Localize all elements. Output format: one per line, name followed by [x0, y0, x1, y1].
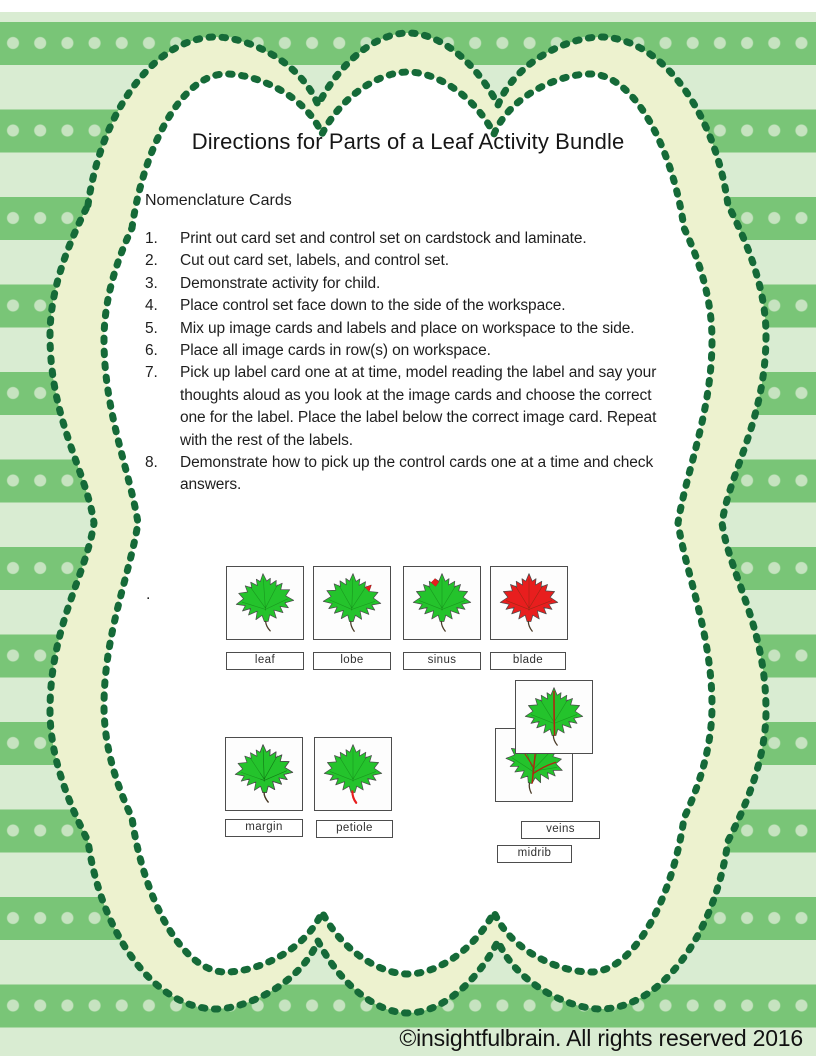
maple-leaf-blade-icon	[499, 572, 559, 632]
maple-leaf-sinus-icon	[412, 572, 472, 632]
maple-leaf-midrib-icon	[524, 686, 584, 746]
instruction-item-8: 8. Demonstrate how to pick up the control…	[145, 452, 669, 497]
instruction-item-4: 4. Place control set face down to the sid…	[145, 295, 669, 317]
instruction-item-5: 5. Mix up image cards and labels and plac…	[145, 318, 669, 340]
image-card-sinus	[403, 566, 481, 640]
item-number: 7.	[145, 364, 158, 382]
label-card-midrib: midrib	[497, 845, 572, 863]
label-text-veins: veins	[546, 823, 575, 835]
label-text-petiole: petiole	[336, 822, 373, 834]
stray-period: .	[146, 586, 151, 603]
instruction-item-2: 2. Cut out card set, labels, and control …	[145, 250, 669, 272]
item-text: Demonstrate activity for child.	[180, 274, 381, 292]
item-number: 2.	[145, 252, 158, 270]
label-card-veins: veins	[521, 821, 600, 839]
page-title: Directions for Parts of a Leaf Activity …	[191, 129, 625, 154]
copyright-notice: ©insightfulbrain. All rights reserved 20…	[399, 1025, 803, 1051]
item-number: 4.	[145, 297, 158, 315]
item-number: 6.	[145, 342, 158, 360]
label-text-margin: margin	[245, 821, 283, 833]
label-text-blade: blade	[512, 654, 544, 666]
label-card-lobe: lobe	[313, 652, 391, 670]
label-card-leaf: leaf	[226, 652, 304, 670]
instruction-list: 1. Print out card set and control set on …	[145, 228, 669, 497]
label-card-sinus: sinus	[403, 652, 481, 670]
instruction-item-6: 6. Place all image cards in row(s) on wor…	[145, 340, 669, 362]
item-number: 8.	[145, 454, 158, 472]
section-heading: Nomenclature Cards	[145, 192, 292, 209]
item-number: 1.	[145, 230, 158, 247]
label-text-leaf: leaf	[254, 654, 276, 666]
label-text-sinus: sinus	[427, 654, 457, 666]
image-card-margin	[225, 737, 303, 811]
item-text: Place all image cards in row(s) on works…	[180, 342, 491, 360]
label-card-petiole: petiole	[316, 820, 393, 838]
instruction-item-1: 1. Print out card set and control set on …	[145, 228, 669, 250]
item-text: Demonstrate how to pick up the control c…	[180, 454, 654, 494]
item-text: Cut out card set, labels, and control se…	[180, 252, 449, 270]
item-text: Print out card set and control set on ca…	[180, 230, 587, 247]
item-text: Mix up image cards and labels and place …	[180, 319, 635, 337]
label-card-margin: margin	[225, 819, 303, 837]
image-card-lobe	[313, 566, 391, 640]
label-text-lobe: lobe	[340, 654, 364, 666]
instruction-item-3: 3. Demonstrate activity for child.	[145, 273, 669, 295]
image-card-leaf	[226, 566, 304, 640]
image-card-midrib	[515, 680, 593, 754]
label-card-blade: blade	[490, 652, 566, 670]
maple-leaf-lobe-icon	[321, 571, 383, 633]
maple-leaf-petiole-icon	[323, 743, 383, 804]
item-number: 3.	[145, 274, 158, 292]
image-card-blade	[490, 566, 568, 640]
maple-leaf-margin-icon	[233, 742, 295, 804]
item-text: Pick up label card one at at time, model…	[180, 364, 657, 449]
instruction-item-7: 7. Pick up label card one at at time, mod…	[145, 362, 669, 452]
image-card-petiole	[314, 737, 392, 811]
label-text-midrib: midrib	[517, 847, 552, 859]
item-text: Place control set face down to the side …	[180, 297, 566, 315]
maple-leaf-icon	[233, 570, 297, 634]
item-number: 5.	[145, 319, 158, 337]
